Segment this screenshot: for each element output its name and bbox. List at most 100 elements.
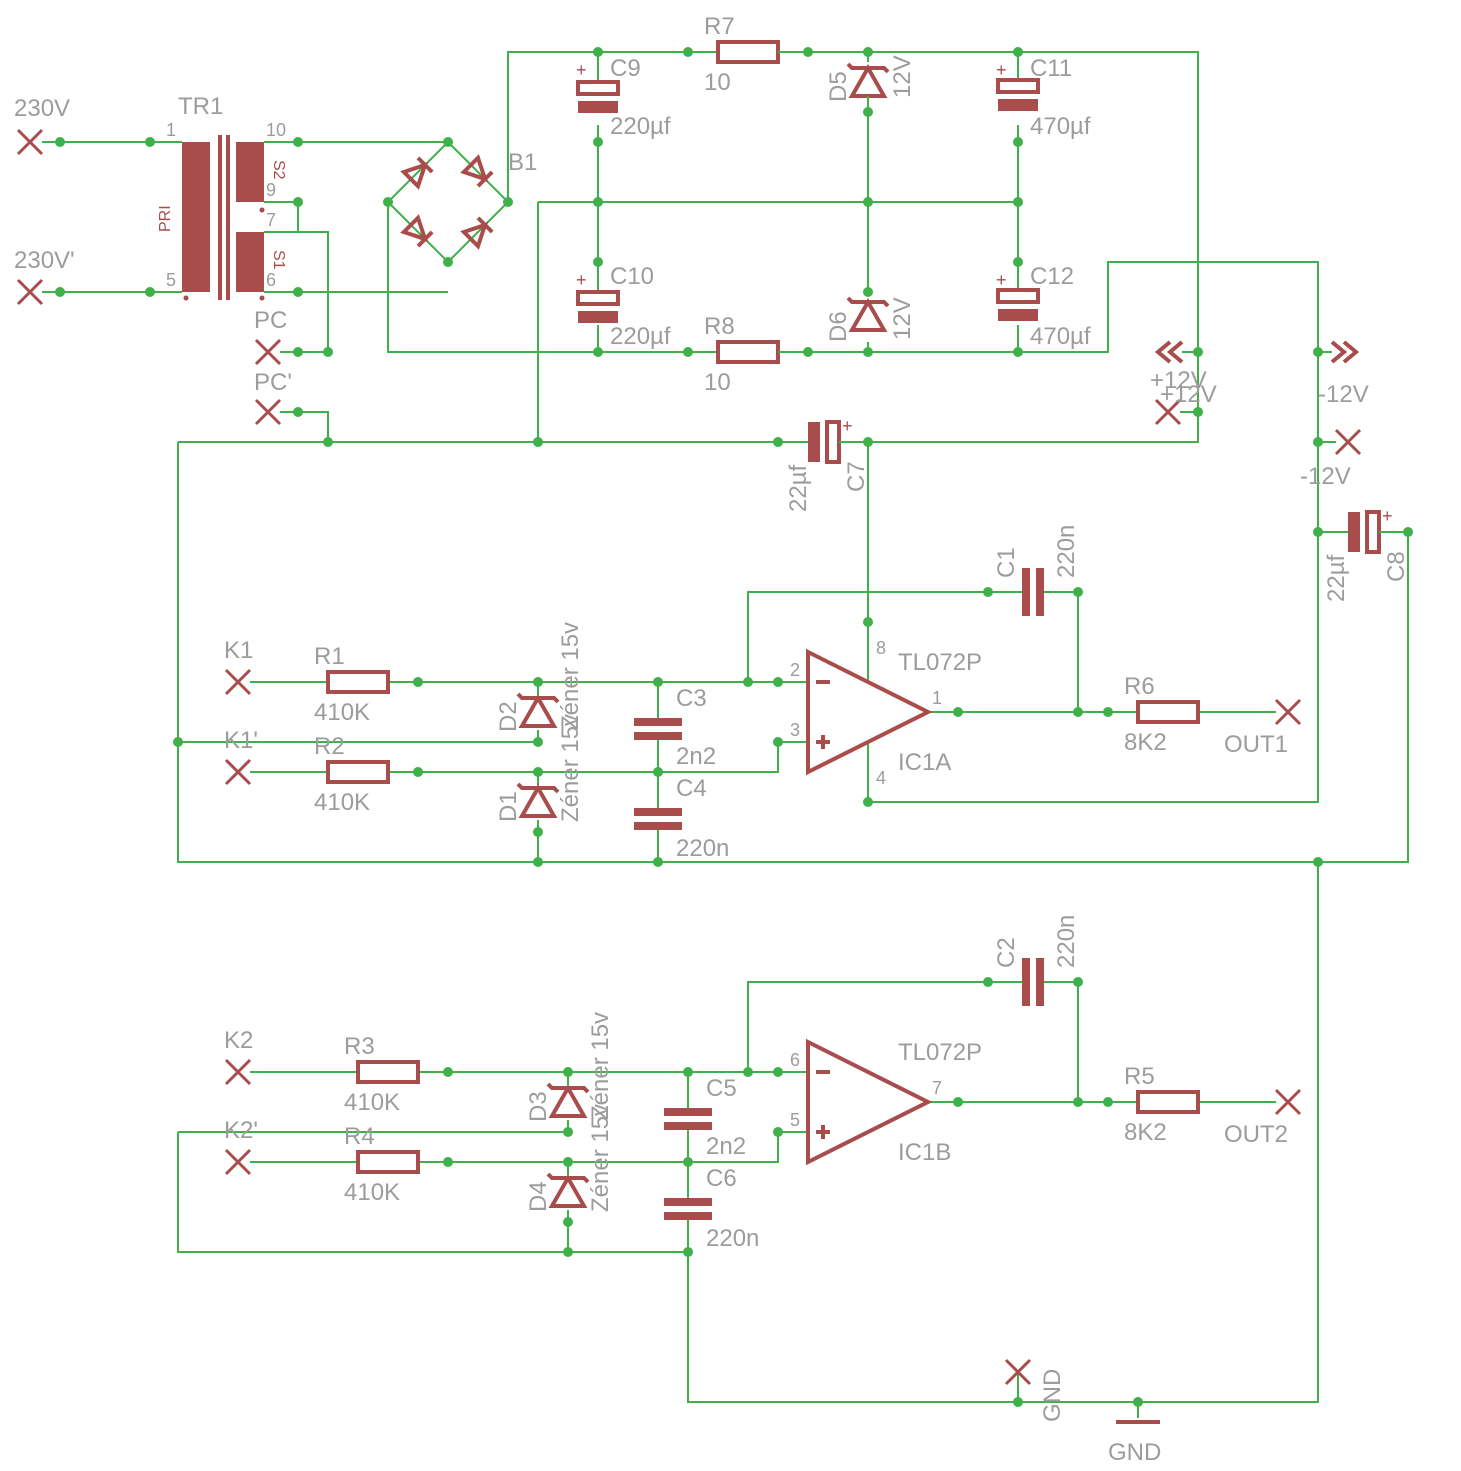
terminal-k2-b[interactable]: K2' <box>224 1117 268 1176</box>
c11-name: C11 <box>1030 55 1072 82</box>
c9-name: C9 <box>610 55 641 82</box>
terminal-out1[interactable]: OUT1 <box>1224 698 1302 758</box>
d3-name: D3 <box>525 1091 552 1122</box>
terminal-k1-b[interactable]: K1' <box>224 727 268 786</box>
r4-name: R4 <box>344 1123 375 1150</box>
resistor-r3[interactable]: R3 410K <box>344 1033 420 1116</box>
supply-pos12-label: +12V <box>1150 367 1207 394</box>
terminal-pos12-label: +12V <box>1160 381 1217 408</box>
transformer-pin1: 1 <box>166 120 176 140</box>
c12-name: C12 <box>1030 263 1074 290</box>
terminal-pos12[interactable]: +12V <box>1154 381 1217 426</box>
resistor-r6[interactable]: R6 8K2 <box>1124 673 1200 756</box>
c3-name: C3 <box>676 685 707 712</box>
resistor-r4[interactable]: R4 410K <box>344 1123 420 1206</box>
capacitor-c3[interactable]: C3 2n2 <box>634 685 716 770</box>
d1-name: D1 <box>495 791 522 822</box>
r5-value: 8K2 <box>1124 1119 1167 1146</box>
supply-port-neg12: -12V <box>1318 340 1369 408</box>
capacitor-c7[interactable]: + C7 22µf <box>778 416 870 512</box>
capacitor-c11[interactable]: + C11 470µf <box>996 55 1091 140</box>
r8-name: R8 <box>704 313 735 340</box>
gnd-symbol-label: GND <box>1108 1439 1161 1466</box>
c1-value: 220n <box>1053 525 1080 578</box>
capacitor-c4[interactable]: C4 220n <box>634 775 729 862</box>
supply-neg12-label: -12V <box>1318 381 1369 408</box>
r8-value: 10 <box>704 369 731 396</box>
terminal-230v-label: 230V <box>14 95 70 122</box>
resistor-r1[interactable]: R1 410K <box>298 643 390 726</box>
zener-d5[interactable]: D5 12V <box>825 55 916 112</box>
terminal-gnd-label: GND <box>1039 1369 1066 1422</box>
transformer-pin10: 10 <box>266 120 286 140</box>
bridge-rectifier-b1[interactable]: B1 <box>386 140 537 264</box>
capacitor-c9[interactable]: + C9 220µf <box>576 55 671 140</box>
resistor-r7[interactable]: R7 10 <box>690 13 808 96</box>
c8-value: 22µf <box>1323 554 1350 602</box>
zener-d4[interactable]: D4 Zéner 15v <box>525 1104 614 1212</box>
r7-name: R7 <box>704 13 735 40</box>
capacitor-c10[interactable]: + C10 220µf <box>576 263 671 350</box>
terminal-k2-b-label: K2' <box>224 1117 258 1144</box>
r2-value: 410K <box>314 789 370 816</box>
d5-value: 12V <box>889 55 916 98</box>
d6-name: D6 <box>825 311 852 342</box>
capacitor-c12[interactable]: + C12 470µf <box>996 263 1091 350</box>
c7-value: 22µf <box>785 464 812 512</box>
terminal-k2-label: K2 <box>224 1027 253 1054</box>
terminal-k1-label: K1 <box>224 637 253 664</box>
zener-d1[interactable]: D1 Zéner 15v <box>495 714 584 822</box>
d4-name: D4 <box>525 1181 552 1212</box>
transformer-tr1[interactable]: TR1 PRI S2 S1 1 5 10 9 7 6 <box>150 93 298 301</box>
capacitor-c1[interactable]: C1 220n <box>988 525 1080 616</box>
transformer-pin6: 6 <box>266 270 276 290</box>
terminal-out2-label: OUT2 <box>1224 1121 1288 1148</box>
c4-name: C4 <box>676 775 707 802</box>
zener-d6[interactable]: D6 12V <box>825 296 916 342</box>
r6-value: 8K2 <box>1124 729 1167 756</box>
resistor-r2[interactable]: R2 410K <box>314 733 390 816</box>
terminal-k2[interactable]: K2 <box>224 1027 268 1086</box>
opamp-ic1a[interactable]: 2 3 1 8 4 TL072P IC1A <box>778 638 982 802</box>
d4-value: Zéner 15v <box>587 1104 614 1212</box>
ic1a-part: TL072P <box>898 649 982 676</box>
c2-name: C2 <box>993 937 1020 968</box>
terminal-gnd[interactable]: GND <box>1004 1358 1066 1422</box>
capacitor-c6[interactable]: C6 220n <box>664 1165 759 1252</box>
terminal-230v[interactable]: 230V <box>14 95 70 156</box>
d1-value: Zéner 15v <box>557 714 584 822</box>
svg-text:+: + <box>996 60 1007 80</box>
d2-value: Zéner 15v <box>557 622 584 730</box>
svg-text:+: + <box>996 270 1007 290</box>
terminal-neg12[interactable]: -12V <box>1300 428 1362 490</box>
c7-name: C7 <box>843 461 870 492</box>
terminal-230v-b[interactable]: 230V' <box>14 247 75 306</box>
ic1a-pin-vn: 4 <box>876 768 886 788</box>
transformer-pin7: 7 <box>266 210 276 230</box>
capacitor-c5[interactable]: C5 2n2 <box>664 1075 746 1160</box>
terminal-pc[interactable]: PC <box>254 307 298 366</box>
c6-value: 220n <box>706 1225 759 1252</box>
capacitor-c8[interactable]: + C8 22µf <box>1323 506 1410 602</box>
terminal-out2[interactable]: OUT2 <box>1224 1088 1302 1148</box>
zener-d2[interactable]: D2 Zéner 15v <box>495 622 584 732</box>
terminal-neg12-label: -12V <box>1300 463 1351 490</box>
transformer-pin9: 9 <box>266 180 276 200</box>
terminal-k1-b-label: K1' <box>224 727 258 754</box>
zener-d3[interactable]: D3 Zéner 15v <box>525 1012 614 1122</box>
r4-value: 410K <box>344 1179 400 1206</box>
resistor-r8[interactable]: R8 10 <box>690 313 808 396</box>
opamp-ic1b[interactable]: 6 5 7 TL072P IC1B <box>778 1038 982 1166</box>
terminal-pc-b[interactable]: PC' <box>254 369 298 426</box>
terminal-k1[interactable]: K1 <box>224 637 268 696</box>
resistor-r5[interactable]: R5 8K2 <box>1124 1063 1200 1146</box>
c5-name: C5 <box>706 1075 737 1102</box>
d3-value: Zéner 15v <box>587 1012 614 1120</box>
ic1b-pin-minus: 6 <box>790 1050 800 1070</box>
terminal-pc-label: PC <box>254 307 287 334</box>
c11-value: 470µf <box>1030 113 1091 140</box>
terminals: 230V 230V' PC PC' K1 K1' <box>14 95 1362 1422</box>
capacitor-c2[interactable]: C2 220n <box>988 915 1080 1006</box>
svg-text:+: + <box>576 270 587 290</box>
svg-text:+: + <box>576 60 587 80</box>
